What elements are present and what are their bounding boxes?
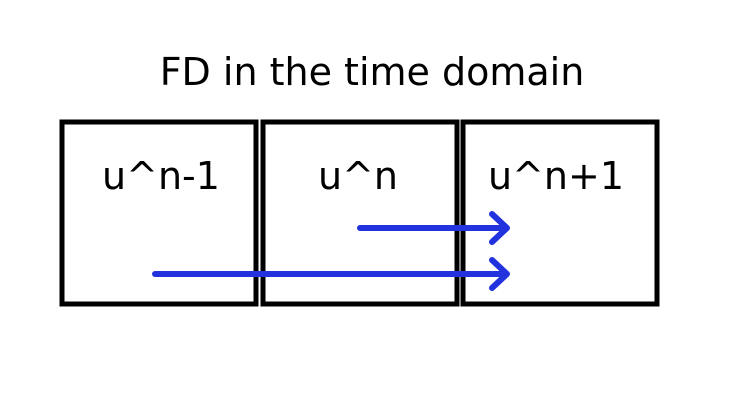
arrow-n-to-n-plus-1 <box>357 211 510 245</box>
diagram-title: FD in the time domain <box>160 50 585 94</box>
time-box-n-label: u^n <box>318 154 398 198</box>
arrow-n-minus-1-to-n-plus-1-head <box>489 257 510 291</box>
arrow-n-minus-1-to-n-plus-1 <box>152 257 510 291</box>
time-box-n-minus-1-label: u^n-1 <box>102 154 220 198</box>
arrow-n-to-n-plus-1-head <box>489 211 510 245</box>
time-box-n-plus-1-label: u^n+1 <box>488 154 624 198</box>
